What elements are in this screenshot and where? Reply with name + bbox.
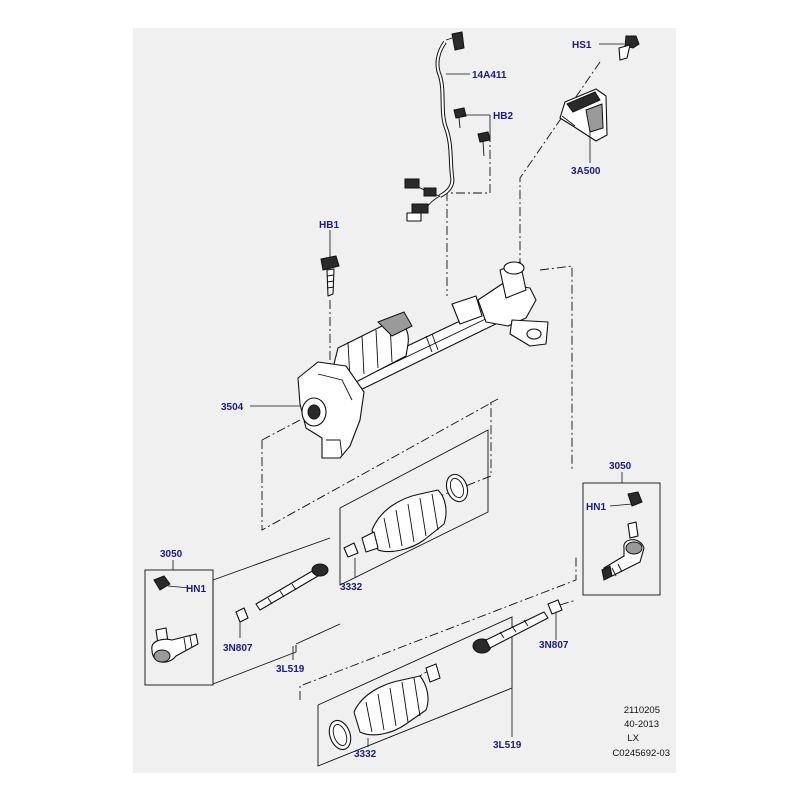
callout-hn1-left: HN1 <box>186 584 206 595</box>
callout-labels: HS1 14A411 HB2 3A500 HB1 3504 3050 HN1 3… <box>160 40 632 760</box>
nut-icon <box>547 599 563 615</box>
boot-icon <box>361 489 447 553</box>
callout-3a500: 3A500 <box>571 166 601 177</box>
left-tie-rod-end-frame <box>144 569 214 686</box>
bolt-icon <box>320 255 340 297</box>
tie-rod-end-icon <box>151 627 199 663</box>
callout-3n807-left: 3N807 <box>223 643 253 654</box>
right-tie-rod-end-frame <box>582 482 661 596</box>
ref-line-4: C0245692-03 <box>612 748 670 759</box>
bracket-icon <box>559 88 608 142</box>
callout-14a411: 14A411 <box>472 70 507 81</box>
reference-block: 2110205 40-2013 LX C0245692-03 <box>612 705 670 759</box>
nut-icon <box>235 607 249 623</box>
callout-hb2: HB2 <box>493 111 513 122</box>
ref-line-2: 40-2013 <box>624 719 659 730</box>
callout-3050-left: 3050 <box>160 549 183 560</box>
tie-rod-end-icon <box>601 521 645 581</box>
callout-3050-right: 3050 <box>609 461 632 472</box>
inner-tie-rod-icon <box>255 563 329 611</box>
clamp-icon <box>343 473 469 558</box>
ref-line-3: LX <box>627 733 639 744</box>
nut-icon <box>153 575 171 591</box>
bolt-icon <box>453 107 491 157</box>
bolt-icon <box>618 35 640 61</box>
callout-hs1: HS1 <box>572 40 592 51</box>
callout-hn1-right: HN1 <box>586 502 606 513</box>
callout-3504: 3504 <box>221 402 244 413</box>
inner-tie-rod-icon <box>472 611 549 654</box>
callout-3332-upper: 3332 <box>340 582 363 593</box>
ref-line-1: 2110205 <box>624 705 660 716</box>
callout-3l519-upper: 3L519 <box>276 664 305 675</box>
nut-icon <box>627 491 643 507</box>
leader-lines <box>167 43 633 747</box>
boot-icon <box>353 663 441 736</box>
callout-3332-lower: 3332 <box>354 749 377 760</box>
wiring-harness-icon <box>404 31 465 222</box>
clamp-icon <box>328 719 352 751</box>
callout-3l519-lower: 3L519 <box>493 740 522 751</box>
callout-hb1: HB1 <box>319 220 339 231</box>
callout-3n807-right: 3N807 <box>539 640 569 651</box>
diagram-panel <box>133 28 676 773</box>
steering-rack-icon <box>297 261 549 459</box>
